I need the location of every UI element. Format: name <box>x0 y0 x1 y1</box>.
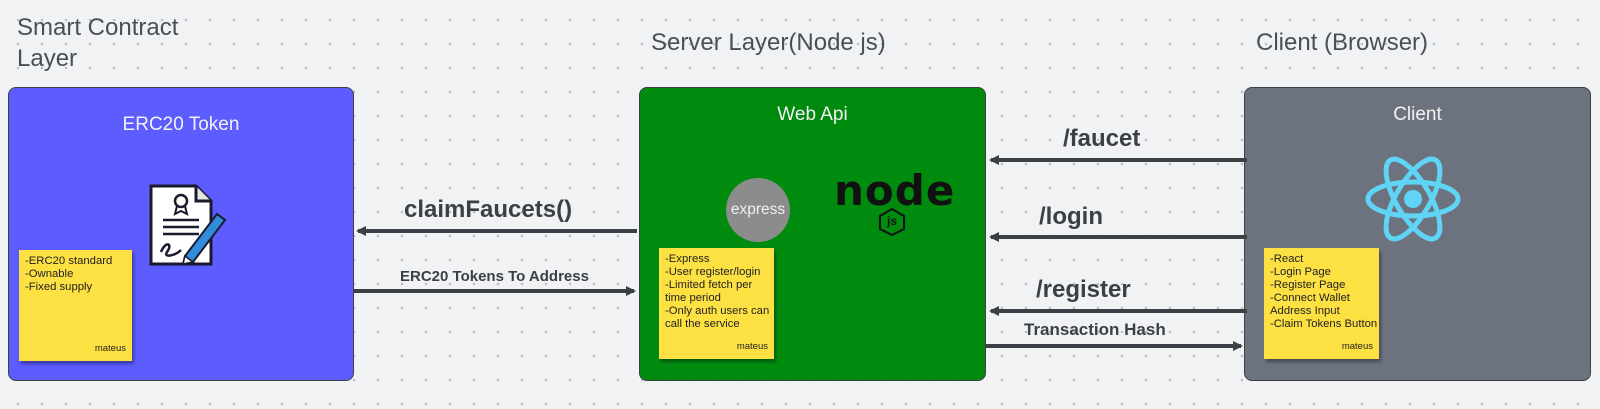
note-line: Address Input <box>1270 305 1340 317</box>
login-label: /login <box>1039 203 1103 230</box>
web-api-title: Web Api <box>777 104 848 125</box>
note-line: -Only auth users can <box>665 305 770 317</box>
react-logo-icon <box>1363 152 1463 246</box>
nodejs-logo-text: node <box>834 166 956 215</box>
note-line: -Login Page <box>1270 266 1331 278</box>
web-api-panel[interactable]: Web Api express node js -Express -User r… <box>639 87 986 381</box>
client-sticky-note[interactable]: -React -Login Page -Register Page -Conne… <box>1264 248 1379 359</box>
server-layer-title: Server Layer(Node js) <box>651 29 886 56</box>
faucet-label: /faucet <box>1063 125 1141 152</box>
note-line: -Register Page <box>1270 279 1346 291</box>
note-line: -User register/login <box>665 266 761 278</box>
claim-faucets-label: claimFaucets() <box>404 196 573 223</box>
note-author: mateus <box>1341 341 1373 352</box>
transaction-hash-label: Transaction Hash <box>1024 320 1166 339</box>
note-line: -React <box>1270 253 1304 265</box>
express-logo-text: express <box>730 201 786 218</box>
register-label: /register <box>1036 276 1131 303</box>
note-line: time period <box>665 292 721 304</box>
express-logo-icon: express <box>726 178 790 242</box>
contract-sticky-note[interactable]: -ERC20 standard -Ownable -Fixed supply m… <box>19 250 132 361</box>
erc20-token-title: ERC20 Token <box>122 114 240 135</box>
nodejs-badge-text: js <box>886 214 897 228</box>
client-layer-title: Client (Browser) <box>1256 29 1429 56</box>
note-line: -Ownable <box>25 268 74 280</box>
client-panel[interactable]: Client -React -Login Page -Register Page… <box>1244 87 1591 381</box>
note-line: call the service <box>665 318 740 330</box>
note-line: -Express <box>665 253 710 265</box>
note-line: -ERC20 standard <box>25 255 113 267</box>
client-title: Client <box>1393 104 1442 125</box>
contract-document-icon <box>141 184 231 270</box>
erc20-tokens-label: ERC20 Tokens To Address <box>400 268 589 285</box>
server-sticky-note[interactable]: -Express -User register/login -Limited f… <box>659 248 774 359</box>
note-author: mateus <box>736 341 768 352</box>
note-line: -Connect Wallet <box>1270 292 1350 304</box>
erc20-token-panel[interactable]: ERC20 Token -ERC20 standard -Ownable -Fi… <box>8 87 354 381</box>
nodejs-logo-icon: node js <box>834 166 956 240</box>
note-line: -Claim Tokens Button <box>1270 318 1378 330</box>
contract-layer-title-text: Smart Contract Layer <box>17 14 179 72</box>
note-line: -Limited fetch per <box>665 279 753 291</box>
contract-layer-title: Smart Contract Layer <box>17 12 217 74</box>
note-line: -Fixed supply <box>25 281 93 293</box>
note-author: mateus <box>94 343 126 354</box>
